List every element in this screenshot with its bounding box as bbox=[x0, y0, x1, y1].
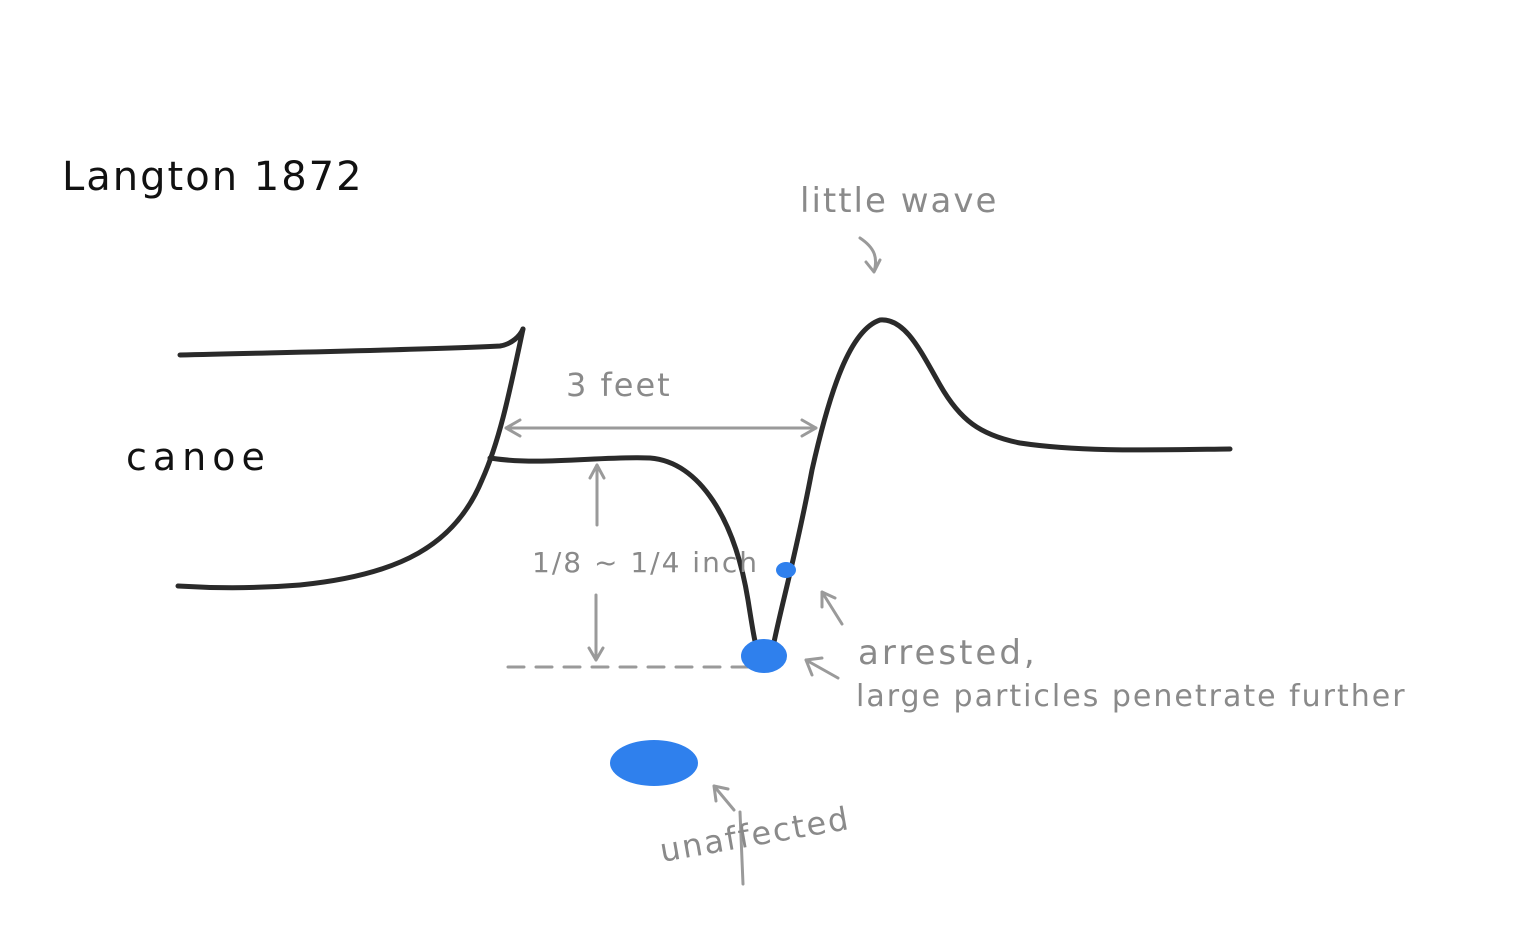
distance-double-arrow bbox=[504, 418, 818, 438]
small-particle-arrow bbox=[820, 590, 844, 626]
unaffected-particle bbox=[610, 740, 698, 786]
title-text: Langton 1872 bbox=[62, 154, 364, 200]
small-particle bbox=[776, 562, 796, 578]
distance-label: 3 feet bbox=[566, 366, 672, 404]
arrested-particle bbox=[741, 639, 787, 673]
canoe-hull-side bbox=[175, 326, 526, 591]
little-wave-arrow bbox=[858, 236, 882, 274]
arrested-label: arrested, bbox=[858, 633, 1038, 673]
little-wave-label: little wave bbox=[800, 181, 998, 221]
large-particles-label: large particles penetrate further bbox=[856, 679, 1407, 714]
canoe-top-edge bbox=[177, 326, 526, 358]
depth-label: 1/8 ~ 1/4 inch bbox=[532, 546, 759, 579]
unaffected-label: unaffected bbox=[657, 799, 853, 870]
unaffected-arrow bbox=[712, 784, 745, 886]
depth-double-arrow bbox=[587, 463, 606, 662]
arrested-arrow bbox=[804, 656, 840, 680]
water-surface-line bbox=[487, 317, 1233, 655]
canoe-label: canoe bbox=[126, 435, 271, 479]
